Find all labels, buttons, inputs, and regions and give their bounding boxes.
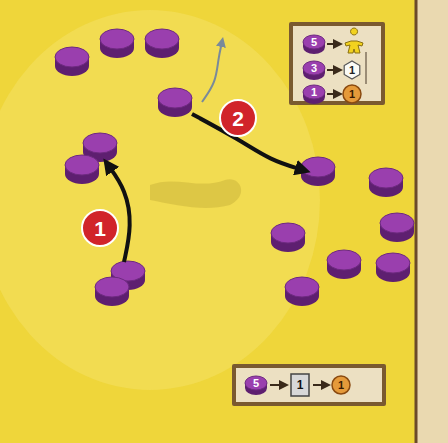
- disc-top: [303, 35, 325, 49]
- disc-top: [285, 277, 319, 297]
- disc-top: [158, 88, 192, 108]
- rule-panel-inner: [293, 26, 381, 101]
- disc-top: [376, 253, 410, 273]
- rule-panel-inner: [236, 368, 382, 402]
- disc-top: [303, 61, 325, 75]
- coin-icon: [343, 85, 361, 103]
- hex-icon: [344, 61, 360, 79]
- ground-smudge: [150, 179, 241, 208]
- disc-top: [100, 29, 134, 49]
- disc-top: [55, 47, 89, 67]
- rule-arrow: [270, 384, 284, 386]
- board-edge: [416, 0, 448, 443]
- callout-number: 1: [94, 218, 106, 239]
- coin-icon: [332, 376, 350, 394]
- tile-value: 1: [297, 379, 304, 391]
- rule-arrow: [327, 93, 338, 95]
- disc-top: [327, 250, 361, 270]
- rule-arrow: [327, 69, 338, 71]
- disc-top: [145, 29, 179, 49]
- disc-count: 5: [311, 37, 317, 48]
- worker-icon: [345, 28, 363, 53]
- rule-panel: [289, 22, 385, 105]
- rule-panel: [232, 364, 386, 406]
- rule-arrow: [313, 384, 326, 386]
- grey-arrow: [202, 42, 222, 102]
- rule-link: [365, 52, 367, 84]
- disc-count: 5: [253, 378, 259, 389]
- disc-top: [95, 277, 129, 297]
- callout-number: 2: [232, 108, 244, 129]
- rule-arrow: [327, 43, 338, 45]
- disc-count: 3: [311, 63, 317, 74]
- disc-top: [271, 223, 305, 243]
- disc-top: [245, 376, 267, 390]
- board-edge-line: [415, 0, 418, 443]
- tile-icon: [291, 374, 309, 396]
- hex-value: 1: [349, 65, 355, 76]
- disc-top: [301, 157, 335, 177]
- coin-value: 1: [338, 380, 344, 391]
- disc-top: [303, 85, 325, 99]
- disc-top: [369, 168, 403, 188]
- disc-top: [83, 133, 117, 153]
- disc-top: [65, 155, 99, 175]
- callout-circle: [82, 210, 118, 246]
- callout-circle: [220, 100, 256, 136]
- disc-top: [380, 213, 414, 233]
- purple-discs: [55, 29, 414, 306]
- ground-light: [0, 10, 320, 390]
- rule-icons: [245, 28, 366, 396]
- coin-value: 1: [349, 89, 355, 100]
- disc-count: 1: [311, 87, 317, 98]
